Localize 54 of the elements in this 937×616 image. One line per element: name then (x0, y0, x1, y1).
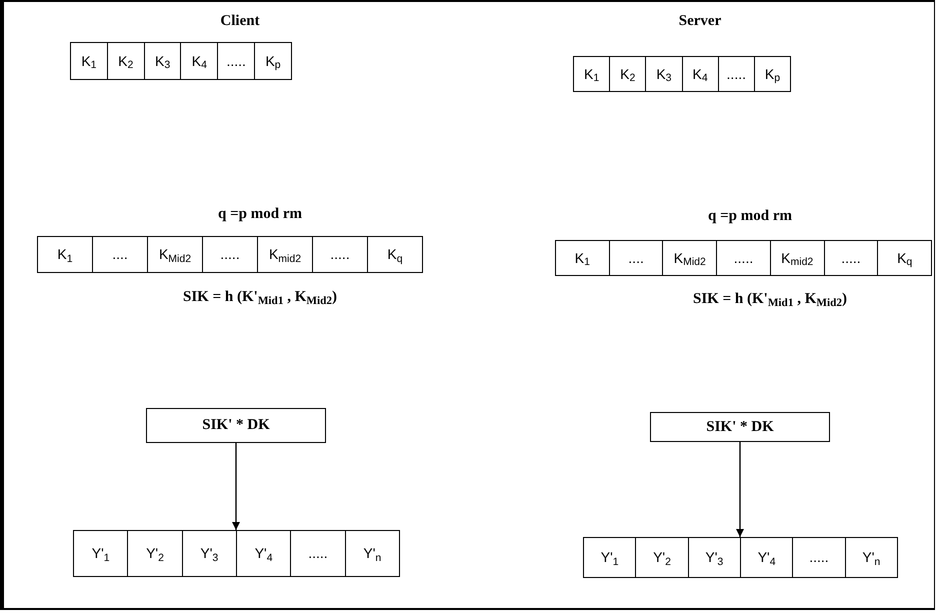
array-row (583, 537, 898, 578)
array-cell: Y'$_{3}$ (688, 538, 740, 577)
formula-text: SIK = h (K'$_{Mid1}$ , K$_{Mid2}$) (692, 291, 848, 307)
array-cell: Y'$_{1}$ (74, 531, 128, 576)
array-cell: ..... (217, 43, 254, 79)
array-cell: Y'$_{4}$ (236, 531, 290, 576)
array-cell: K$_{p}$ (754, 57, 790, 91)
formula-text: q =p mod rm (708, 208, 792, 224)
array-cell: K$_{Mid2}$ (662, 241, 716, 275)
array-row (73, 530, 400, 577)
array-cell: ..... (202, 237, 257, 272)
array-cell: K$_{3}$ (645, 57, 682, 91)
array-cell: K$_{mid2}$ (770, 241, 824, 275)
array-cell: ..... (824, 241, 878, 275)
array-cell: K$_{Mid2}$ (147, 237, 202, 272)
array-cell: K$_{2}$ (106, 43, 144, 79)
array-cell: K$_{p}$ (254, 43, 291, 79)
array-cell: K$_{1}$ (556, 241, 609, 275)
array-cell: Y'$_{1}$ (584, 538, 636, 577)
array-cell: ..... (290, 531, 345, 576)
array-cell: K$_{mid2}$ (257, 237, 312, 272)
array-cell: K$_{4}$ (180, 43, 218, 79)
array-cell: K$_{1}$ (71, 43, 107, 79)
array-cell: Y'$_{4}$ (740, 538, 792, 577)
array-cell: Y'$_{3}$ (182, 531, 236, 576)
array-cell: .... (92, 237, 147, 272)
array-cell: K$_{1}$ (574, 57, 610, 91)
array-cell: .... (608, 241, 662, 275)
arrow (232, 443, 240, 530)
array-cell: ..... (716, 241, 770, 275)
array-cell: K$_{q}$ (367, 237, 422, 272)
formula-text: Server (678, 13, 722, 29)
array-cell: K$_{3}$ (144, 43, 180, 79)
array-row (37, 236, 423, 273)
array-cell: ..... (718, 57, 754, 91)
array-cell: Y'$_{n}$ (844, 538, 897, 577)
array-row (555, 240, 932, 276)
process-box: SIK' * DK (650, 412, 830, 442)
array-cell: Y'$_{n}$ (344, 531, 399, 576)
formula-text: Client (220, 13, 260, 29)
array-row (70, 42, 292, 80)
array-cell: K$_{1}$ (38, 237, 92, 272)
formula-text: SIK = h (K'$_{Mid1}$ , K$_{Mid2}$) (182, 289, 338, 305)
array-row (573, 56, 791, 92)
process-box: SIK' * DK (146, 408, 326, 443)
array-cell: Y'$_{2}$ (127, 531, 182, 576)
array-cell: K$_{4}$ (682, 57, 718, 91)
array-cell: K$_{2}$ (609, 57, 646, 91)
arrow (736, 442, 744, 537)
array-cell: ..... (312, 237, 367, 272)
array-cell: K$_{q}$ (877, 241, 932, 275)
formula-text: q =p mod rm (218, 206, 302, 222)
array-cell: ..... (792, 538, 845, 577)
array-cell: Y'$_{2}$ (635, 538, 688, 577)
